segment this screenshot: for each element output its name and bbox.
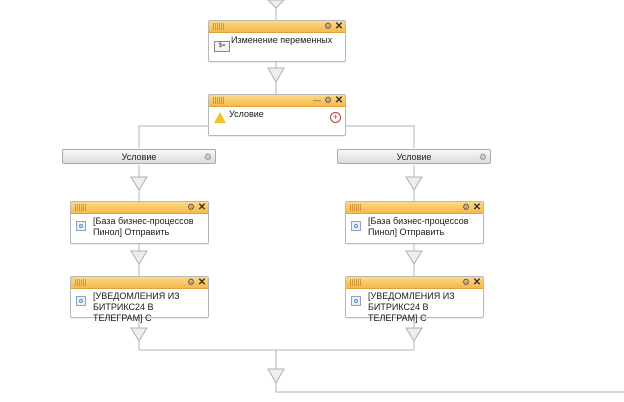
flow-arrow <box>130 250 148 265</box>
block-header[interactable]: ⚙ ✕ <box>71 202 208 214</box>
block-header[interactable]: ⚙ ✕ <box>346 277 483 289</box>
drag-handle-icon[interactable] <box>75 279 87 286</box>
branch-label: Условие <box>121 152 157 162</box>
flow-arrow <box>130 327 148 342</box>
branch-condition-right[interactable]: Условие ⚙ <box>337 149 491 164</box>
close-icon[interactable]: ✕ <box>472 277 482 288</box>
condition-icon <box>214 112 226 123</box>
condition-block[interactable]: — ⚙ ✕ Условие + <box>208 94 346 136</box>
action-icon <box>351 296 361 306</box>
block-header[interactable]: ⚙ ✕ <box>346 202 483 214</box>
block-header[interactable]: — ⚙ ✕ <box>209 95 345 107</box>
variable-icon: $= <box>214 41 230 52</box>
add-branch-icon[interactable]: + <box>330 112 341 123</box>
flow-arrow <box>267 368 285 385</box>
block-title: [База бизнес-процессов Пинол] Отправить <box>93 216 194 237</box>
block-header[interactable]: ⚙ ✕ <box>71 277 208 289</box>
branch-condition-left[interactable]: Условие ⚙ <box>62 149 216 164</box>
block-title: Условие <box>229 109 264 119</box>
set-variable-block[interactable]: ⚙ ✕ $= Изменение переменных <box>208 20 346 62</box>
right-process-block[interactable]: ⚙ ✕ [База бизнес-процессов Пинол] Отправ… <box>345 201 484 244</box>
right-notify-block[interactable]: ⚙ ✕ [УВЕДОМЛЕНИЯ ИЗ БИТРИКС24 В ТЕЛЕГРАМ… <box>345 276 484 323</box>
minimize-icon[interactable]: — <box>313 96 321 105</box>
drag-handle-icon[interactable] <box>350 204 362 211</box>
drag-handle-icon[interactable] <box>213 23 225 30</box>
gear-icon[interactable]: ⚙ <box>203 152 212 162</box>
action-icon <box>76 296 86 306</box>
drag-handle-icon[interactable] <box>350 279 362 286</box>
block-title: [База бизнес-процессов Пинол] Отправить <box>368 216 469 237</box>
flow-arrow <box>267 67 285 84</box>
block-title: [УВЕДОМЛЕНИЯ ИЗ БИТРИКС24 В ТЕЛЕГРАМ] С <box>368 291 455 323</box>
left-process-block[interactable]: ⚙ ✕ [База бизнес-процессов Пинол] Отправ… <box>70 201 209 244</box>
flow-arrow <box>130 176 148 191</box>
left-notify-block[interactable]: ⚙ ✕ [УВЕДОМЛЕНИЯ ИЗ БИТРИКС24 В ТЕЛЕГРАМ… <box>70 276 209 323</box>
block-title: Изменение переменных <box>231 35 333 45</box>
block-title: [УВЕДОМЛЕНИЯ ИЗ БИТРИКС24 В ТЕЛЕГРАМ] С <box>93 291 180 323</box>
close-icon[interactable]: ✕ <box>197 277 207 288</box>
gear-icon[interactable]: ⚙ <box>323 21 333 31</box>
gear-icon[interactable]: ⚙ <box>186 277 196 287</box>
drag-handle-icon[interactable] <box>75 204 87 211</box>
close-icon[interactable]: ✕ <box>334 95 344 106</box>
action-icon <box>351 221 361 231</box>
branch-label: Условие <box>396 152 432 162</box>
flow-arrow <box>405 327 423 342</box>
gear-icon[interactable]: ⚙ <box>323 95 333 105</box>
flow-arrow <box>267 0 285 9</box>
gear-icon[interactable]: ⚙ <box>478 152 487 162</box>
gear-icon[interactable]: ⚙ <box>461 277 471 287</box>
drag-handle-icon[interactable] <box>213 97 225 104</box>
block-header[interactable]: ⚙ ✕ <box>209 21 345 33</box>
gear-icon[interactable]: ⚙ <box>186 202 196 212</box>
close-icon[interactable]: ✕ <box>334 21 344 32</box>
flow-arrow <box>405 250 423 265</box>
close-icon[interactable]: ✕ <box>472 202 482 213</box>
flow-arrow <box>405 176 423 191</box>
close-icon[interactable]: ✕ <box>197 202 207 213</box>
gear-icon[interactable]: ⚙ <box>461 202 471 212</box>
action-icon <box>76 221 86 231</box>
